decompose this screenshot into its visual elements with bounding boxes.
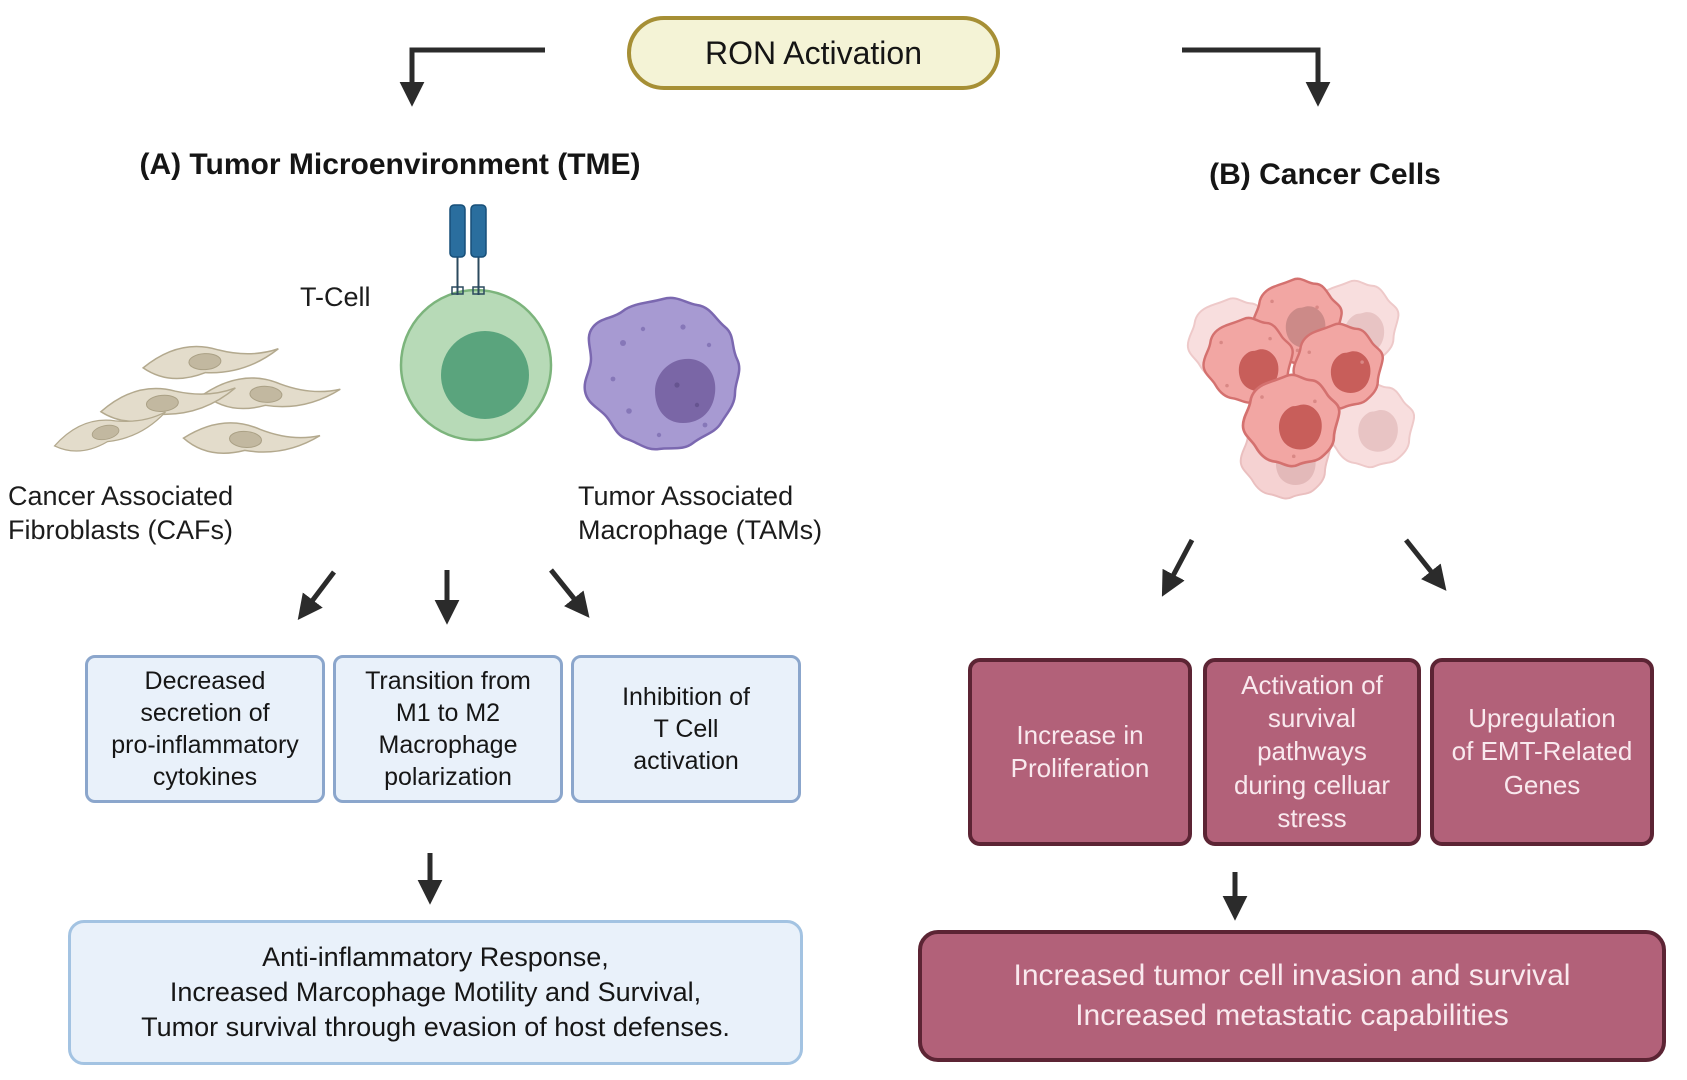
outcome-box-branch-a: Anti-inflammatory Response, Increased Ma… bbox=[68, 920, 803, 1065]
fibroblasts-illustration bbox=[50, 341, 342, 461]
effect-box-m1-m2-polarization: Transition from M1 to M2 Macrophage pola… bbox=[333, 655, 563, 803]
effect-box-emt-genes: Upregulation of EMT-Related Genes bbox=[1430, 658, 1654, 846]
macrophage-label: Tumor Associated Macrophage (TAMs) bbox=[578, 481, 823, 545]
arrow-cancer-to-box-b3 bbox=[1404, 538, 1447, 591]
effect-box-proliferation: Increase in Proliferation bbox=[968, 658, 1192, 846]
t-cell-illustration bbox=[399, 204, 553, 442]
t-cell-label: T-Cell bbox=[300, 282, 371, 312]
effect-box-survival-pathways: Activation of survival pathways during c… bbox=[1203, 658, 1421, 846]
macrophage-illustration bbox=[583, 296, 741, 451]
arrow-root-to-branch-b bbox=[1182, 47, 1331, 107]
fibroblasts-label: Cancer Associated Fibroblasts (CAFs) bbox=[8, 481, 234, 545]
root-node-pill: RON Activation bbox=[627, 16, 1000, 90]
arrow-root-to-branch-a bbox=[399, 47, 545, 107]
effect-box-decreased-cytokines: Decreased secretion of pro-inflammatory … bbox=[85, 655, 325, 803]
arrow-cells-to-box-a1 bbox=[297, 570, 336, 620]
branch-a-heading: (A) Tumor Microenvironment (TME) bbox=[139, 148, 641, 181]
cancer-cells-illustration bbox=[1186, 277, 1415, 500]
outcome-box-branch-b: Increased tumor cell invasion and surviv… bbox=[918, 930, 1666, 1062]
branch-b-heading: (B) Cancer Cells bbox=[1209, 158, 1441, 191]
arrow-cells-to-box-a3 bbox=[549, 568, 590, 618]
arrow-cancer-to-box-b1 bbox=[1161, 538, 1195, 597]
effect-box-tcell-inhibition: Inhibition of T Cell activation bbox=[571, 655, 801, 803]
root-node-label: RON Activation bbox=[705, 34, 922, 71]
